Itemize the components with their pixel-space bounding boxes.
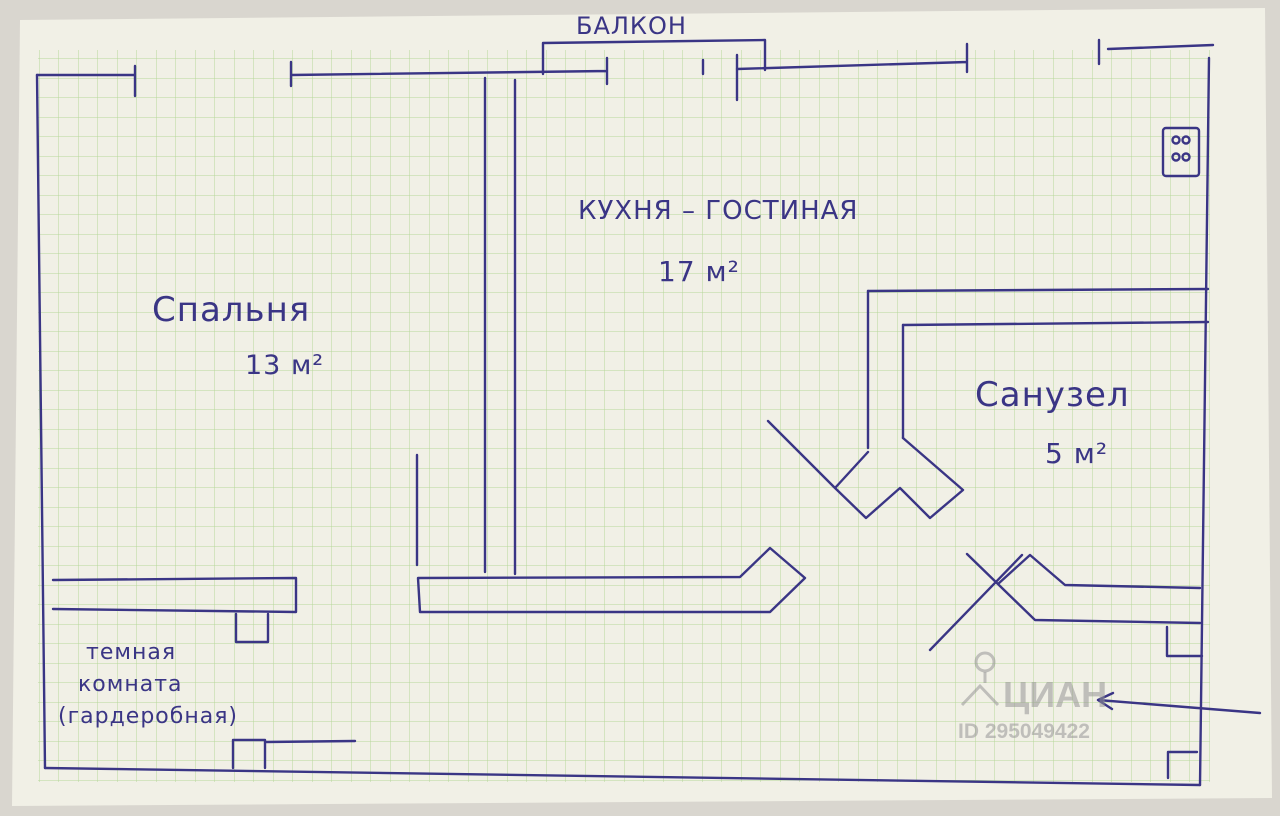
wall-bathroom-vertical bbox=[866, 289, 905, 450]
balcony-bracket bbox=[541, 38, 767, 76]
dark-room-label-line2: комната bbox=[78, 672, 183, 697]
wall-wardrobe bbox=[51, 576, 298, 614]
grid-paper bbox=[38, 50, 1210, 782]
balcony-door-marks bbox=[701, 53, 739, 102]
watermark-id: ID 295049422 bbox=[958, 720, 1090, 743]
wall-kitchen-bottom bbox=[416, 546, 807, 614]
dark-room-label-line1: темная bbox=[86, 640, 177, 665]
dark-room-label-line3: (гардеробная) bbox=[58, 704, 239, 729]
partition-bedroom-kitchen bbox=[415, 76, 517, 576]
bathroom-door-swing-upper bbox=[766, 419, 965, 520]
kitchen-living-area: 17 м² bbox=[658, 255, 740, 288]
meter-dot bbox=[1181, 135, 1191, 145]
wardrobe-door-jamb bbox=[234, 612, 270, 644]
entrance-arrow-icon bbox=[1096, 691, 1262, 715]
bedroom-label: Спальня bbox=[152, 290, 311, 330]
wall-top-far-right bbox=[1097, 38, 1215, 66]
kitchen-living-label: КУХНЯ – ГОСТИНАЯ bbox=[578, 196, 859, 226]
wall-bottom bbox=[43, 766, 1202, 787]
bathroom-label: Санузел bbox=[975, 375, 1130, 415]
wardrobe-bottom-niche bbox=[231, 738, 357, 770]
meter-box-icon bbox=[1161, 126, 1201, 178]
entry-niche bbox=[1165, 625, 1204, 658]
meter-dot bbox=[1171, 152, 1181, 162]
wall-top-right bbox=[735, 42, 969, 74]
wall-left bbox=[35, 73, 47, 770]
balcony-label: БАЛКОН bbox=[576, 12, 687, 40]
bathroom-door-swing-lower bbox=[928, 552, 1202, 652]
wall-right bbox=[1198, 56, 1211, 787]
wall-bathroom-top bbox=[866, 287, 1210, 327]
entry-corner bbox=[1166, 750, 1199, 780]
watermark-brand: ЦИАН bbox=[1003, 674, 1108, 715]
meter-dot bbox=[1171, 135, 1181, 145]
bathroom-area: 5 м² bbox=[1045, 437, 1109, 470]
bedroom-area: 13 м² bbox=[245, 350, 325, 381]
meter-dot bbox=[1181, 152, 1191, 162]
wall-top-left bbox=[35, 64, 137, 98]
cian-logo-icon bbox=[960, 651, 1000, 707]
wall-top-middle bbox=[289, 56, 609, 88]
